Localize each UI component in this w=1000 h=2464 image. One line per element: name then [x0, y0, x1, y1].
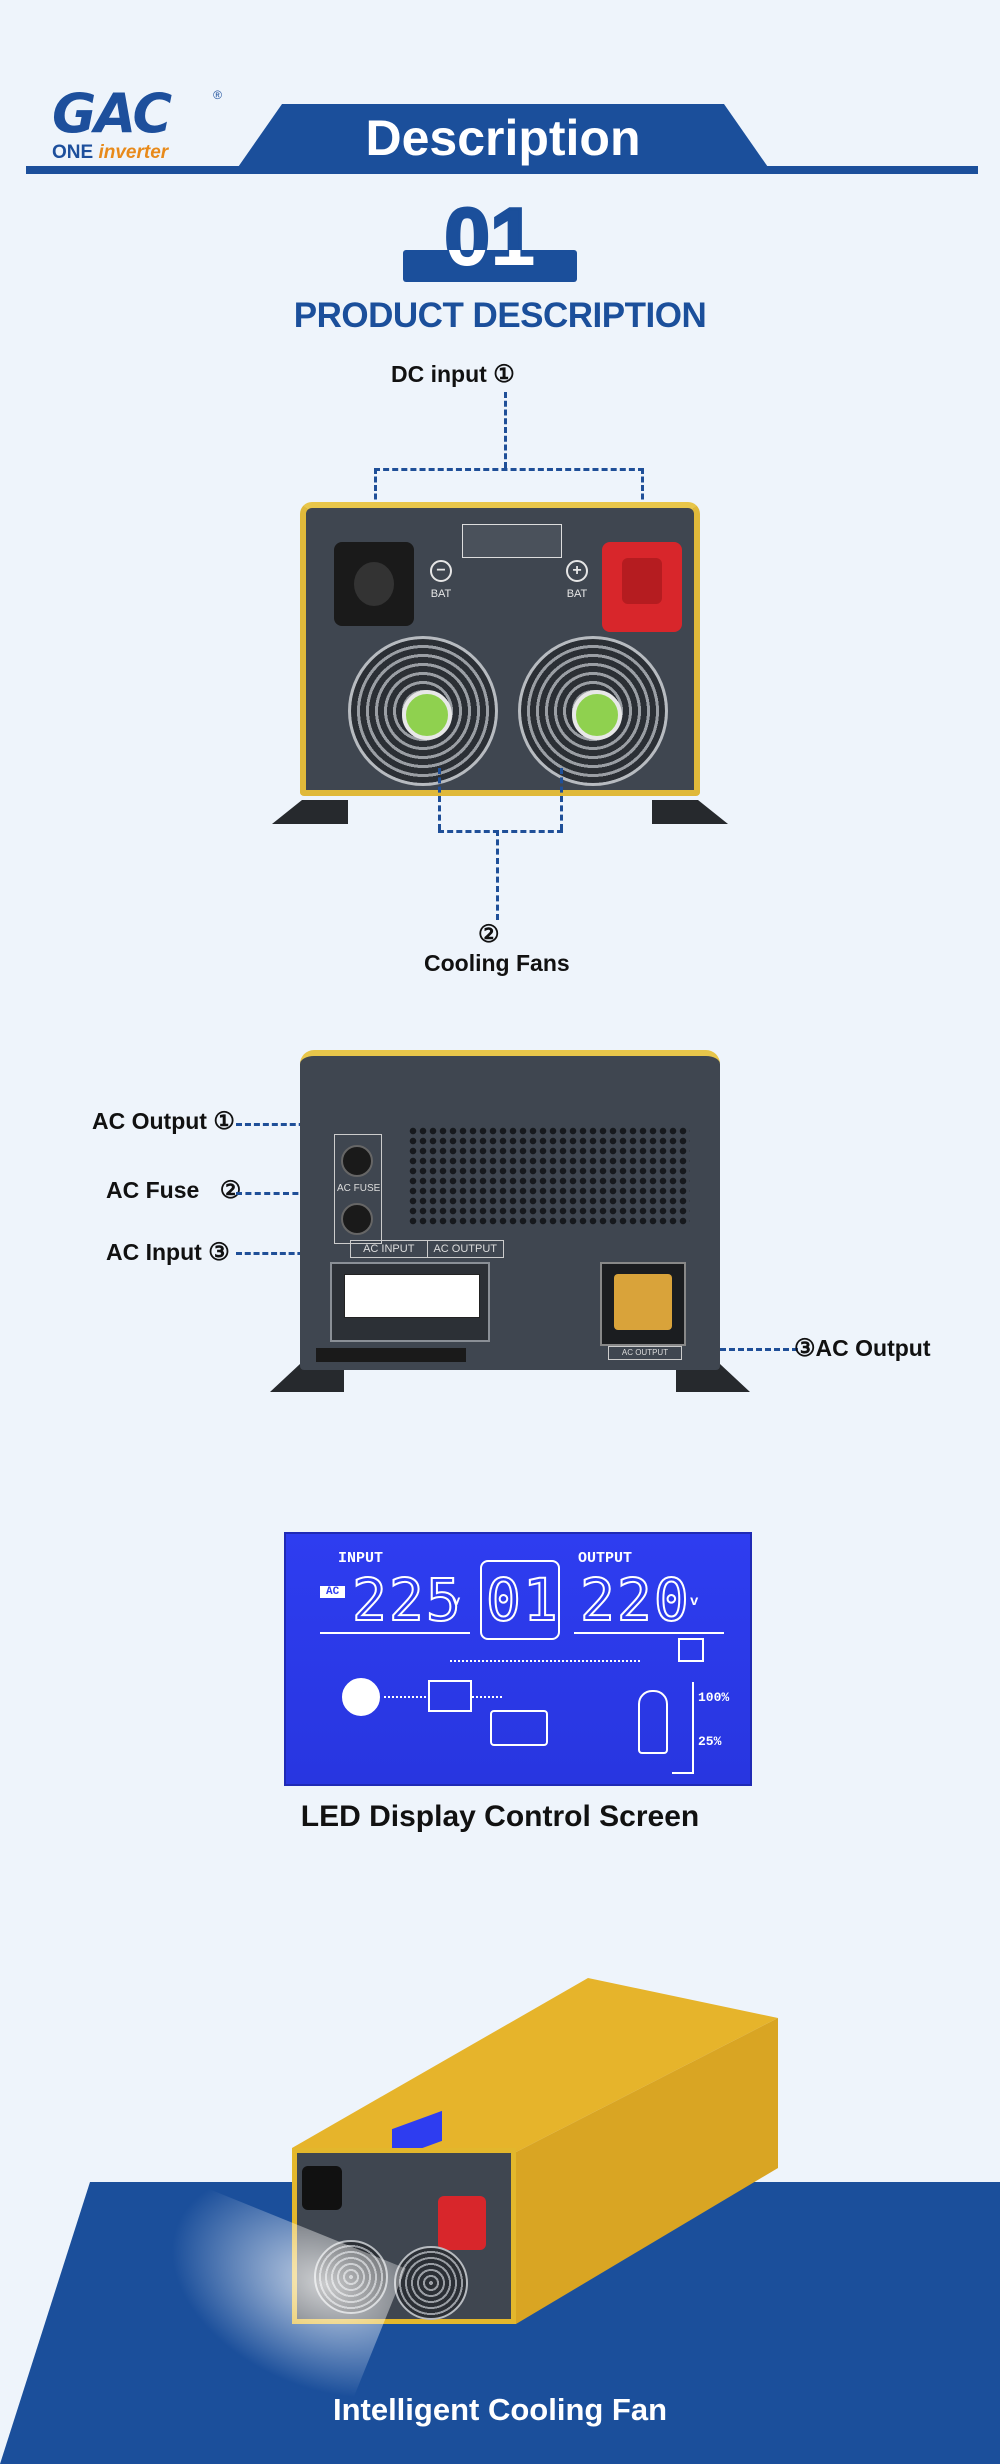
lcd-output-underline	[574, 1632, 724, 1634]
callout-ac-fuse-label: AC Fuse	[106, 1177, 200, 1203]
section-title: PRODUCT DESCRIPTION	[293, 296, 707, 335]
io-input-label: AC INPUT	[363, 1243, 415, 1255]
lcd-input-underline	[320, 1632, 470, 1634]
leader-fan-horizontal	[438, 830, 563, 833]
load-level-bar	[672, 1682, 694, 1774]
lcd-caption: LED Display Control Screen	[300, 1800, 700, 1833]
header: GAC ® ONE inverter Description	[0, 0, 1000, 190]
leader-ac-fuse	[236, 1192, 336, 1195]
mount-foot-left	[272, 800, 348, 824]
ac-source-icon	[342, 1678, 380, 1716]
callout-ac-output-right-num: ③	[794, 1335, 816, 1362]
lcd-ac-tag: AC	[320, 1586, 346, 1598]
section-number: 01	[443, 191, 537, 285]
leader-dc-horizontal	[374, 468, 644, 471]
ac-io-label: AC INPUT AC OUTPUT	[350, 1240, 504, 1258]
flow-line-load	[450, 1660, 640, 1662]
plus-icon: +	[566, 560, 588, 582]
leader-fan-vertical	[496, 830, 499, 920]
universal-socket-icon	[614, 1274, 672, 1330]
fuse-panel-label: AC FUSE	[337, 1183, 381, 1194]
lcd-output-label: OUTPUT	[578, 1550, 633, 1567]
lcd-load-100: 100%	[698, 1690, 730, 1705]
callout-ac-input-label: AC Input	[106, 1239, 202, 1265]
inverter-ac-panel: AC FUSE AC INPUT AC OUTPUT AC OUTPUT	[270, 1050, 750, 1392]
inverter-dc-panel: − BAT + BAT	[272, 494, 728, 824]
leader-fan-left	[438, 768, 441, 830]
cooling-fan-left	[348, 636, 498, 786]
lcd-unit-v-input: v	[452, 1594, 461, 1610]
lcd-mode-value: 01	[485, 1566, 560, 1634]
section-number-overlay: 01	[403, 250, 577, 282]
logo-subtitle: ONE inverter	[52, 142, 168, 164]
logo-mark: GAC	[52, 82, 172, 145]
fan-status-icon	[678, 1638, 704, 1662]
case-negative-terminal	[302, 2166, 342, 2210]
callout-ac-output-num: ①	[213, 1108, 235, 1135]
callout-ac-output-label: AC Output	[92, 1108, 207, 1134]
vent-grille	[408, 1126, 690, 1226]
fuse-holder-top	[341, 1145, 373, 1177]
leader-fan-right	[560, 768, 563, 830]
warning-label-icon	[462, 524, 562, 558]
inverter-icon	[428, 1680, 472, 1712]
flow-line-ac	[384, 1696, 426, 1698]
lcd-unit-v-output: v	[690, 1594, 699, 1610]
lcd-input-value: 225	[351, 1566, 463, 1634]
callout-cooling-fans-num: ②	[478, 921, 500, 948]
case-fan-right	[394, 2246, 468, 2320]
section-number-bar	[403, 250, 577, 282]
leader-ac-output-right	[720, 1348, 798, 1351]
fuse-holder-bottom	[341, 1203, 373, 1235]
bat-plus-label: BAT	[566, 588, 588, 600]
ac-terminal-block	[330, 1262, 490, 1342]
leader-dc-right	[641, 468, 644, 508]
logo-sub-inverter: inverter	[98, 142, 169, 163]
bat-minus-label: BAT	[430, 588, 452, 600]
socket-tag: AC OUTPUT	[608, 1346, 682, 1360]
battery-positive-terminal	[602, 542, 682, 632]
lcd-display: INPUT OUTPUT AC 225 v 01 220 v 100% 25%	[284, 1532, 752, 1786]
lcd-load-25: 25%	[698, 1734, 722, 1749]
leader-ac-input	[236, 1252, 356, 1255]
callout-ac-input: AC Input ③	[106, 1238, 230, 1267]
minus-icon: −	[430, 560, 452, 582]
header-divider	[26, 166, 978, 174]
callout-ac-fuse: AC Fuse ②	[106, 1176, 241, 1205]
terminal-block-label-icon	[344, 1274, 480, 1318]
io-output-label: AC OUTPUT	[426, 1241, 504, 1257]
logo-sub-one: ONE	[52, 142, 99, 163]
title-banner	[236, 104, 770, 170]
section-number-white: 01	[403, 250, 577, 282]
battery-icon	[490, 1710, 548, 1746]
lcd-input-label: INPUT	[338, 1550, 384, 1567]
mount-foot-right	[652, 800, 728, 824]
callout-ac-fuse-num: ②	[219, 1177, 242, 1204]
registered-mark: ®	[213, 88, 222, 102]
battery-negative-terminal	[334, 542, 414, 626]
callout-ac-output-right: ③AC Output	[794, 1334, 930, 1363]
ac-fuse-box: AC FUSE	[334, 1134, 382, 1244]
callout-cooling-fans-label: Cooling Fans	[424, 950, 570, 976]
callout-dc-input-num: ①	[493, 361, 515, 388]
lcd-mode-frame	[480, 1560, 560, 1640]
bottom-caption: Intelligent Cooling Fan	[332, 2392, 668, 2427]
callout-ac-input-num: ③	[208, 1239, 230, 1266]
inverter-product-image	[292, 1978, 792, 2328]
page-title: Description	[365, 110, 641, 166]
flow-line-battery	[472, 1696, 502, 1698]
callout-dc-input: DC input ①	[391, 360, 515, 389]
callout-ac-output-right-label: AC Output	[815, 1335, 931, 1361]
brand-logo[interactable]: GAC ® ONE inverter	[52, 84, 222, 170]
terminal-strip	[316, 1348, 466, 1362]
load-bulb-icon	[638, 1690, 668, 1754]
callout-ac-output: AC Output ①	[92, 1107, 235, 1136]
lcd-output-value: 220	[579, 1566, 691, 1634]
cooling-fan-right	[518, 636, 668, 786]
case-positive-terminal	[438, 2196, 486, 2250]
leader-dc-left	[374, 468, 377, 508]
ac-output-socket: AC OUTPUT	[600, 1262, 686, 1360]
leader-dc-vertical	[504, 392, 507, 468]
callout-dc-input-label: DC input	[391, 361, 487, 387]
